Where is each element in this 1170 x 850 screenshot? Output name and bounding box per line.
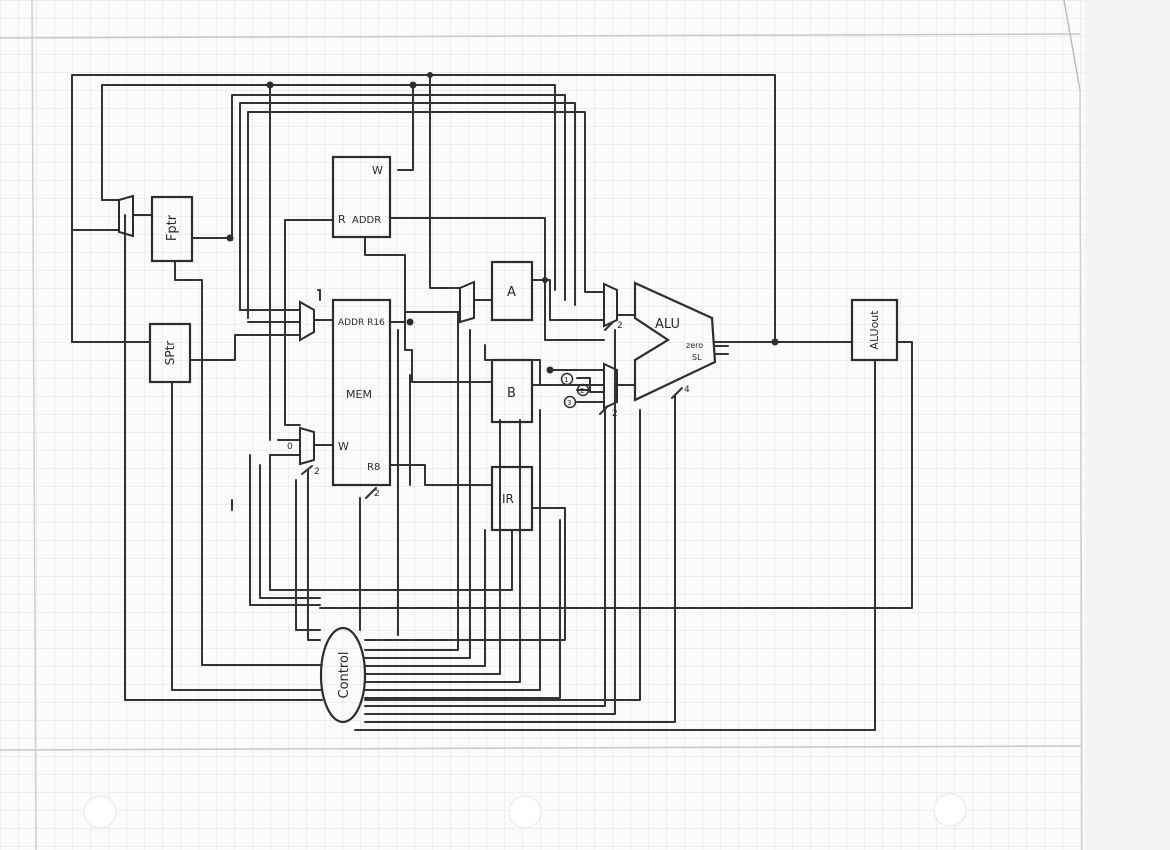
reg-b-label: B — [507, 386, 516, 401]
const-input-1: 1 — [564, 376, 568, 384]
mem-w-label: W — [338, 440, 349, 453]
punch-hole-middle — [509, 796, 541, 828]
ir-label: IR — [502, 492, 514, 506]
alu-label: ALU — [655, 317, 680, 332]
mem-addr-label: ADDR R16 — [338, 318, 385, 328]
sptr-label: SPtr — [163, 341, 177, 366]
reg-a-label: A — [507, 285, 516, 300]
alu-mux-b-select: 2 — [612, 409, 618, 419]
write-mux-select-label: 2 — [314, 467, 320, 477]
alu-sl-label: SL — [692, 353, 702, 362]
regfile-w-label: W — [372, 164, 383, 177]
const-input-3: 3 — [567, 399, 571, 407]
control-label: Control — [337, 652, 352, 699]
fptr-label: Fptr — [165, 214, 180, 241]
alu-bus-width: 4 — [684, 385, 690, 395]
punch-hole-right — [934, 794, 966, 826]
aluout-label: ALUout — [868, 310, 881, 350]
regfile-addr-label: ADDR — [352, 215, 381, 226]
alu-zero-label: zero — [686, 341, 703, 350]
regfile-r-label: R — [338, 213, 346, 226]
alu-mux-a-select: 2 — [617, 321, 623, 331]
mem-r-label: R8 — [367, 462, 380, 473]
punch-hole-left — [84, 796, 116, 828]
write-mux-input-label: 0 — [287, 442, 293, 452]
mem-label: MEM — [346, 388, 372, 401]
const-input-2: 2 — [580, 387, 584, 395]
